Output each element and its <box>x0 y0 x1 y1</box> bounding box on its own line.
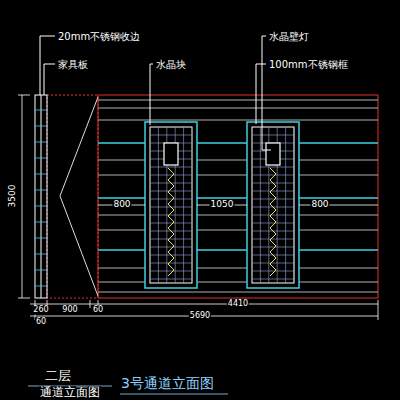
wall-elevation <box>35 95 378 298</box>
drawing-name: 通道立面图 <box>39 386 101 399</box>
dimension-lines <box>18 95 378 394</box>
leader-lines <box>40 36 271 150</box>
dimension-text: 900 <box>61 306 78 315</box>
dimension-text: 60 <box>92 306 104 315</box>
drawing-title: 3号通道立面图 <box>120 376 215 391</box>
dimension-text: 260 <box>32 306 49 315</box>
dimension-text: 1050 <box>210 200 235 210</box>
dimension-text: 4410 <box>227 300 249 309</box>
crystal-panel <box>145 122 197 288</box>
dimension-text: 800 <box>310 200 329 210</box>
dimension-text: 3500 <box>8 184 18 209</box>
callout-label: 水晶块 <box>155 59 187 70</box>
crystal-panel <box>247 122 299 288</box>
callout-label: 水晶壁灯 <box>268 31 310 42</box>
dimension-text: 60 <box>35 318 47 327</box>
dimension-text: 5690 <box>189 312 211 321</box>
drawing-name: 二层 <box>44 369 72 383</box>
dimension-text: 800 <box>112 200 131 210</box>
callout-label: 家具板 <box>57 59 89 70</box>
callout-label: 100mm不锈钢框 <box>268 59 349 70</box>
callout-label: 20mm不锈钢收边 <box>57 31 141 42</box>
